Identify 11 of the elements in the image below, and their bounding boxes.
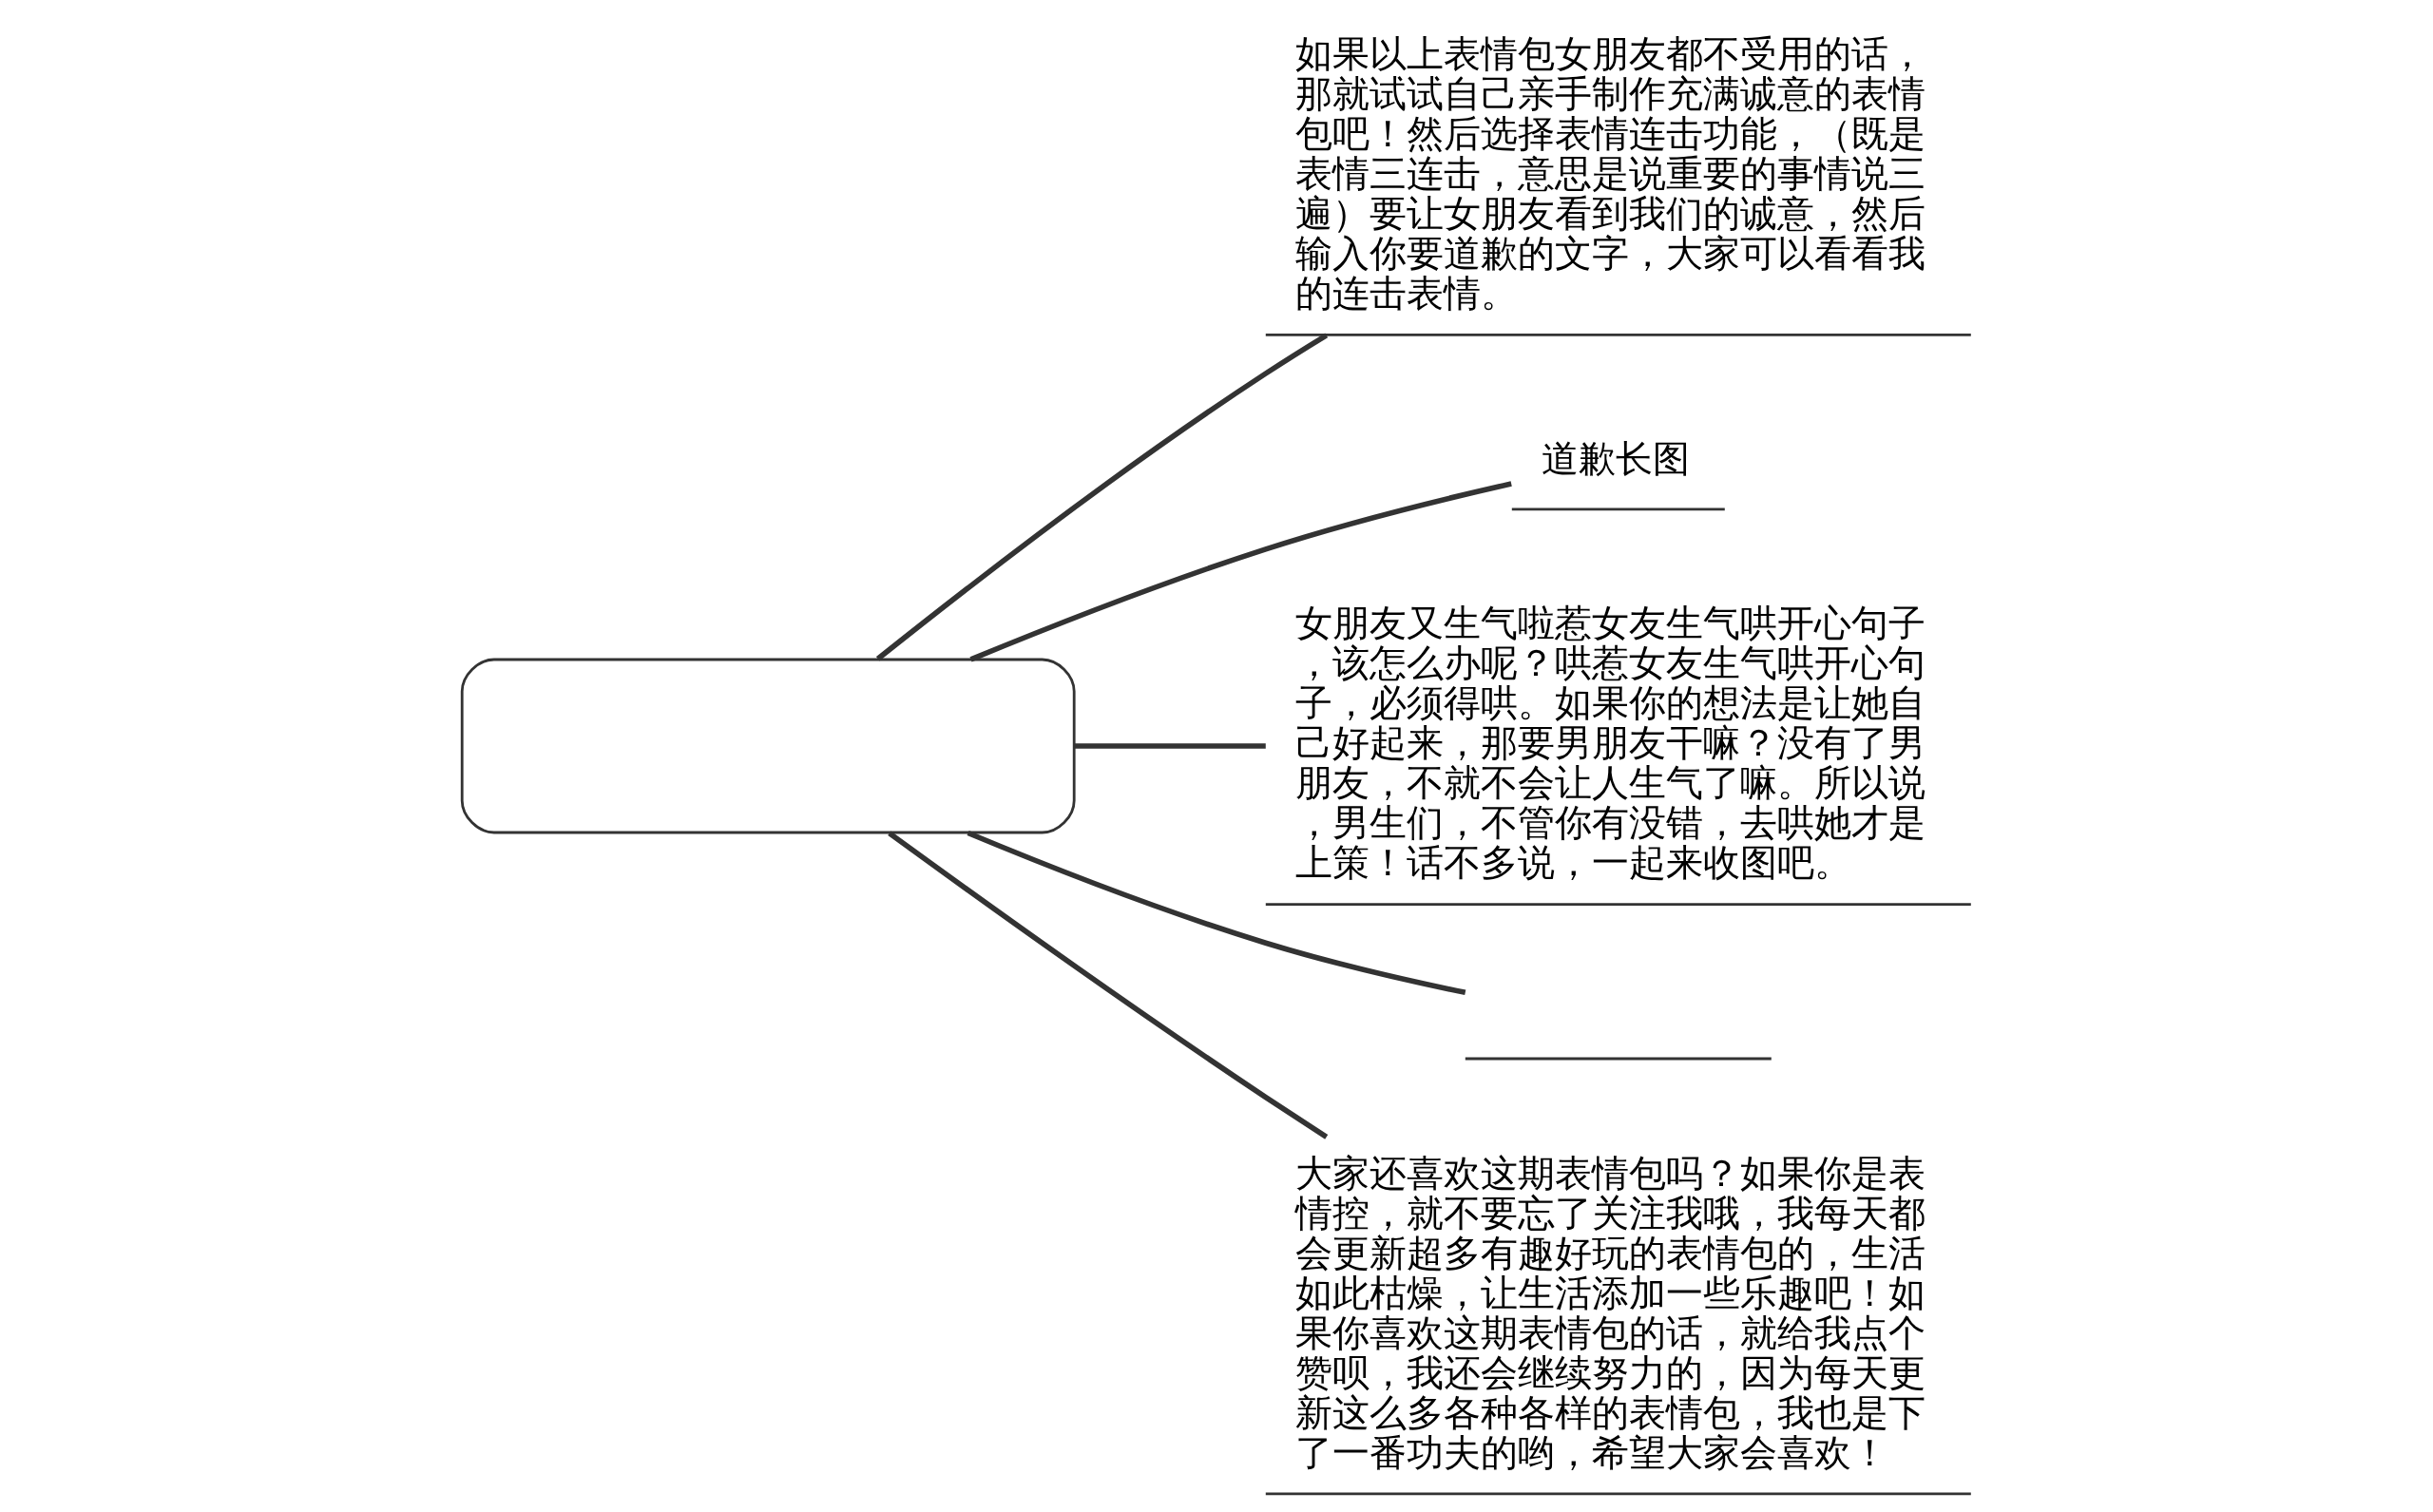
connector <box>969 481 1512 662</box>
connector <box>875 333 1329 661</box>
connector <box>888 831 1329 1139</box>
node-text: 大家还喜欢这期表情包吗？如果你是表情控，就不要忘了关注我哦，我每天都会更新超多有趣好玩的表情包的，生活如此枯燥，让生活添加一些乐趣吧！如果你喜欢这期表情包的话，就给我点个赞呗，我还会继续努力的，因为每天更新这么多各种各样的表情包，我也是下了一番功夫的哟，希望大家会喜欢！ <box>1294 1151 1925 1474</box>
node-text: 道歉长图 <box>1541 436 1690 480</box>
node-box <box>460 658 1076 834</box>
node-text: 女朋友又生气啦惹女友生气哄开心句子，该怎么办呢？哄惹女友生气哄开心句子，必须得哄。如果你的想法是让她自己好起来，那要男朋友干嘛？没有了男朋友，不就不会让人生气了嘛。所以说，男生们，不管你有没错，去哄她才是上策！话不多说，一起来收图吧。 <box>1294 602 1925 885</box>
connector <box>967 830 1466 996</box>
node-text: 如果以上表情包女朋友都不受用的话，那就试试自己亲手制作充满诚意的表情包吧！然后选择表情连击功能，（既是表情三连击，意思是说重要的事情说三遍）要让女朋友看到我们的诚意，然后输入你要道歉的文字，大家可以看看我的连击表情。 <box>1294 32 1925 316</box>
connector <box>1074 743 1266 749</box>
node-bar <box>1465 1057 1772 1061</box>
